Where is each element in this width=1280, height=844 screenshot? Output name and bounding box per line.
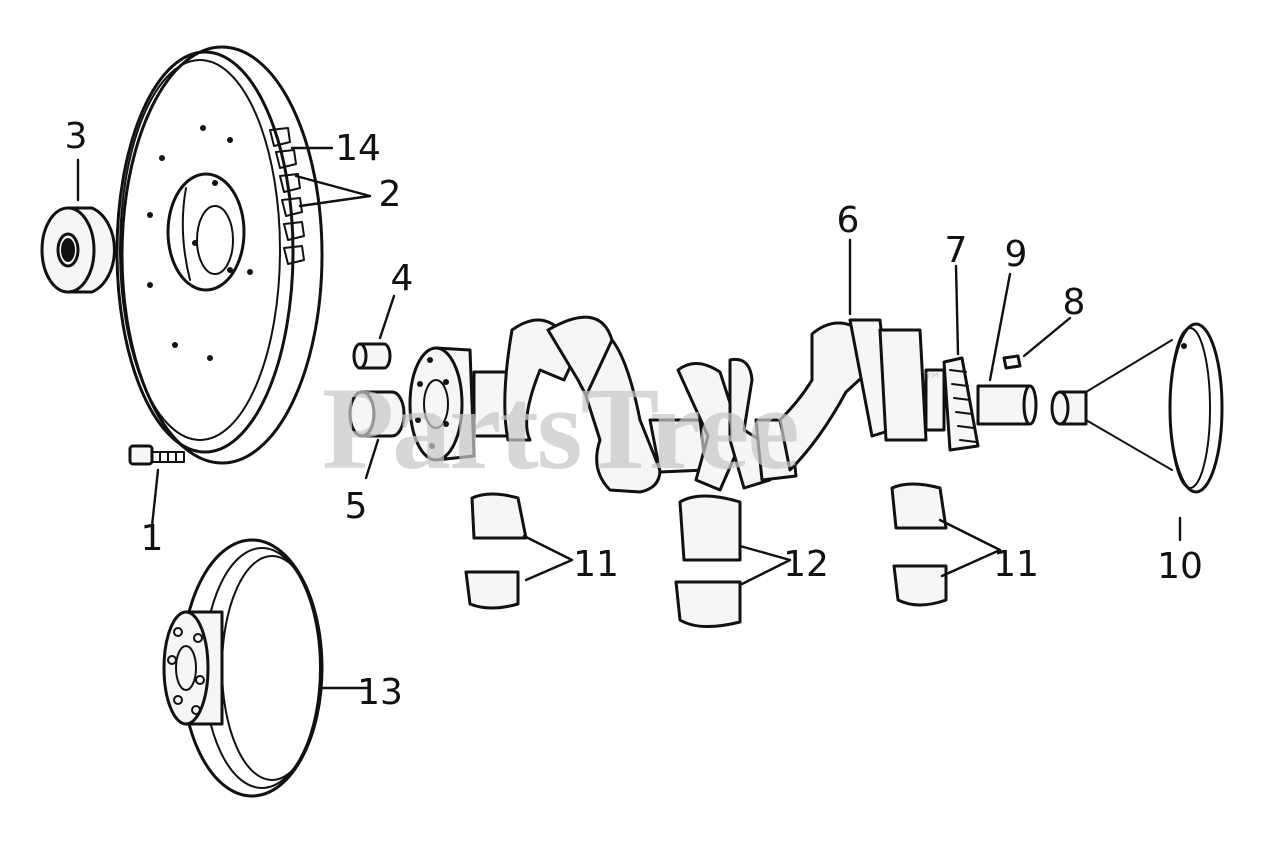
part-1-bolt [128, 444, 185, 466]
part-9-shaft-end [976, 384, 1038, 426]
part-flywheel [115, 45, 324, 465]
callout-4: 4 [391, 258, 414, 299]
part-3-spacer [40, 206, 116, 294]
watermark-trademark: ™ [924, 370, 942, 391]
part-7-gear [942, 356, 980, 452]
callout-13: 13 [357, 672, 403, 713]
part-8-key [1002, 354, 1022, 370]
part-4-pin [352, 342, 392, 370]
leader-lines [76, 146, 1182, 690]
part-10-hub [1050, 322, 1224, 494]
callout-1: 1 [141, 518, 164, 559]
callout-6: 6 [837, 200, 860, 241]
callout-5: 5 [345, 486, 368, 527]
part-11-bearing-left [464, 492, 528, 610]
part-5-bushing [348, 390, 406, 438]
part-13-pulley [162, 538, 324, 798]
callout-7: 7 [945, 230, 968, 271]
callout-2: 2 [379, 174, 402, 215]
callout-3: 3 [65, 116, 88, 157]
part-11-bearing-right [890, 482, 948, 607]
callout-11-right: 11 [993, 544, 1039, 585]
callout-14: 14 [335, 128, 381, 169]
callout-8: 8 [1063, 282, 1086, 323]
callout-11-left: 11 [573, 544, 619, 585]
callout-12: 12 [783, 544, 829, 585]
watermark-text: PartsTree [322, 363, 798, 494]
callout-9: 9 [1005, 234, 1028, 275]
part-12-bearing-flanged [674, 494, 742, 628]
part-6-crankshaft [408, 315, 946, 494]
callout-10: 10 [1157, 546, 1203, 587]
